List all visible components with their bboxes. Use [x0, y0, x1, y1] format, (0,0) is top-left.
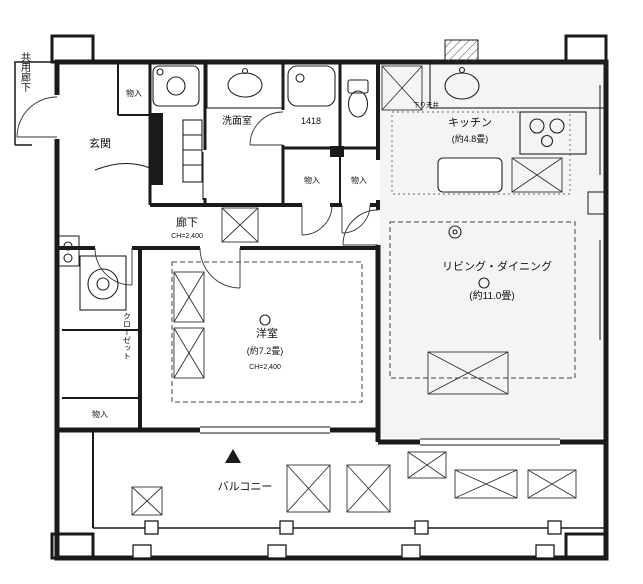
label-western-room-size: (約7.2畳): [247, 345, 284, 356]
label-washroom: 洗面室: [222, 114, 252, 127]
tub-drain: [295, 73, 305, 83]
western-door-arc: [199, 247, 241, 289]
label-shared-corridor: 共用廊下: [19, 52, 31, 93]
laundry-drain: [166, 76, 186, 96]
fixtures: [63, 61, 607, 326]
railing-post: [279, 520, 294, 535]
label-kitchen: キッチン: [448, 116, 492, 129]
light-symbol-living2-dot: [452, 229, 458, 235]
balcony-xbox-4: [407, 451, 447, 479]
ceiling-dashed-lines: [171, 111, 576, 403]
balcony-items: [131, 449, 577, 559]
outer-post: [267, 544, 287, 559]
bathtub: [287, 65, 336, 107]
vanity-counter: [206, 61, 284, 109]
corner-block-top-left: [50, 34, 95, 64]
corner-block-bottom-left: [50, 532, 95, 560]
railing-post: [144, 520, 159, 535]
living-door-arc: [342, 209, 379, 246]
kitchen-xbox: [511, 157, 563, 193]
label-western-room-ch: CH=2,400: [249, 364, 281, 371]
label-storage-top: 物入: [126, 88, 142, 98]
balcony-xbox-2: [286, 464, 331, 513]
living-ceiling-dash: [389, 221, 576, 379]
label-corridor-ch: CH=2,400: [171, 233, 203, 240]
kitchen-island: [437, 157, 503, 193]
storage-b-door-arc: [341, 204, 371, 234]
label-living-dining-size: (約11.0畳): [469, 289, 514, 302]
balcony-xbox-1: [131, 486, 163, 516]
floor-shading: [380, 64, 604, 438]
light-symbol-living2: [448, 225, 462, 239]
hatch-boxes: [173, 65, 563, 395]
label-bath-size: 1418: [301, 116, 321, 126]
direction-triangle: [225, 449, 241, 463]
western-closet-xbox-1: [173, 271, 205, 323]
meter-dial: [63, 253, 73, 263]
room-labels: 共用廊下 玄関 物入 洗面室 1418 廊下 CH=2,400 物入 物入 キッ…: [19, 52, 553, 493]
storage-a-door-arc: [301, 204, 333, 236]
living-dining-shade: [380, 64, 604, 438]
balcony-xbox-3: [346, 464, 391, 513]
meter-box: [56, 235, 80, 267]
outer-post: [401, 544, 421, 559]
kitchen-faucet: [458, 66, 466, 74]
balcony-xbox-5: [454, 469, 518, 499]
railing-post: [547, 520, 562, 535]
shared-corridor-edge: [14, 61, 57, 145]
washer-pan: [79, 255, 127, 311]
washer-center: [96, 277, 110, 291]
balcony-xbox-6: [527, 469, 577, 499]
basin-faucet: [241, 67, 249, 75]
western-room-ceiling-dash: [171, 261, 363, 403]
bath-door-arc: [249, 111, 284, 146]
fridge-xbox: [381, 65, 423, 111]
label-storage-bottom: 物入: [92, 409, 108, 419]
burner: [540, 134, 554, 148]
label-living-dining: リビング・ダイニング: [442, 259, 552, 273]
top-wall-hatch-block: [444, 39, 479, 63]
laundry-pan: [152, 65, 200, 107]
living-xbox: [427, 351, 509, 395]
label-western-room: 洋室: [256, 326, 278, 340]
meter-dial: [63, 241, 73, 251]
burner: [549, 118, 565, 134]
western-closet-xbox-2: [173, 327, 205, 379]
railing-post: [414, 520, 429, 535]
washer-drum: [87, 268, 119, 300]
label-storage-a: 物入: [304, 175, 320, 185]
washbasin: [227, 72, 263, 98]
burner: [529, 118, 545, 134]
pipe-space-box: [587, 191, 607, 215]
toilet-bowl: [347, 90, 369, 118]
light-symbol-living: [478, 277, 490, 289]
shoe-cabinet: [150, 113, 163, 185]
label-lowered-ceiling: 下り天井: [413, 100, 440, 109]
label-kitchen-size: (約4.8畳): [452, 133, 489, 144]
tall-cabinet: [182, 119, 203, 183]
corridor-xbox: [221, 207, 259, 243]
laundry-tap: [156, 68, 164, 76]
corner-block-bottom-right: [564, 532, 608, 560]
light-symbol-western: [259, 314, 271, 326]
corner-block-top-right: [564, 34, 608, 64]
doors: [16, 96, 379, 289]
walls: [14, 34, 609, 561]
outer-post: [132, 544, 152, 559]
label-balcony: バルコニー: [218, 480, 273, 493]
outer-wall: [54, 59, 609, 561]
kitchen-counter: [429, 61, 607, 109]
entrance-door-arc: [16, 96, 58, 138]
label-entrance: 玄関: [89, 136, 111, 150]
label-closet: クローゼット: [123, 312, 132, 360]
wall-column: [330, 146, 344, 157]
label-corridor: 廊下: [176, 215, 198, 229]
toilet-tank: [347, 79, 369, 94]
genkan-step-line: [94, 163, 151, 171]
label-storage-b: 物入: [351, 175, 367, 185]
stove-unit: [519, 111, 587, 155]
outer-post: [535, 544, 555, 559]
